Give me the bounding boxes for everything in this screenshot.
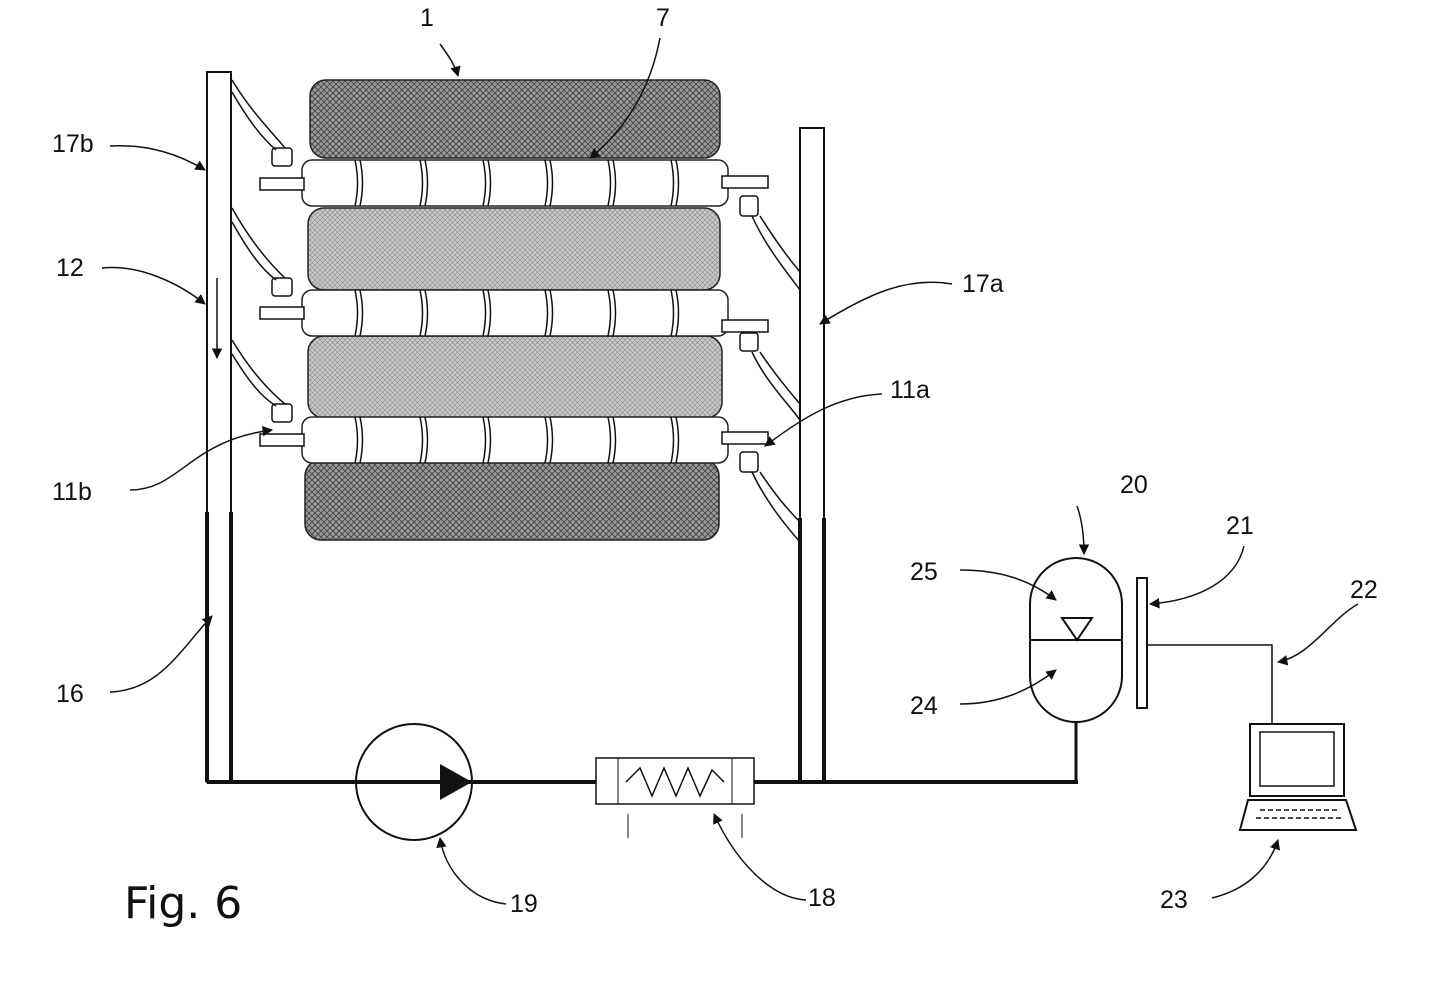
right-connectors — [722, 176, 800, 542]
battery-pack-1 — [310, 80, 720, 158]
label-19: 19 — [510, 890, 538, 918]
battery-pack-2 — [308, 208, 720, 290]
battery-pack-4 — [305, 460, 719, 540]
label-24: 24 — [910, 692, 938, 720]
label-16: 16 — [56, 680, 84, 708]
battery-pack-3 — [308, 336, 722, 418]
pump — [356, 724, 472, 840]
cooling-plates — [302, 160, 728, 463]
label-7: 7 — [656, 4, 670, 32]
label-11b: 11b — [52, 478, 92, 506]
label-25: 25 — [910, 558, 938, 586]
left-manifold — [207, 72, 231, 782]
cooling-plate-bottom — [302, 417, 728, 463]
right-manifold — [800, 128, 824, 782]
label-23: 23 — [1160, 886, 1188, 914]
label-11a: 11a — [890, 376, 930, 404]
label-22: 22 — [1350, 576, 1378, 604]
level-sensor — [1137, 578, 1272, 724]
label-21: 21 — [1226, 512, 1254, 540]
label-12: 12 — [56, 254, 84, 282]
figure-title: Fig. 6 — [124, 878, 242, 929]
label-17a: 17a — [962, 270, 1004, 298]
label-17b: 17b — [52, 130, 94, 158]
cooling-plate-top — [302, 160, 728, 206]
label-1: 1 — [420, 4, 434, 32]
heater — [596, 758, 754, 838]
label-18: 18 — [808, 884, 836, 912]
label-20: 20 — [1120, 471, 1148, 499]
cooling-plate-middle — [302, 290, 728, 336]
computer-icon — [1240, 724, 1356, 830]
left-connectors — [232, 80, 304, 446]
expansion-tank — [1030, 558, 1122, 722]
